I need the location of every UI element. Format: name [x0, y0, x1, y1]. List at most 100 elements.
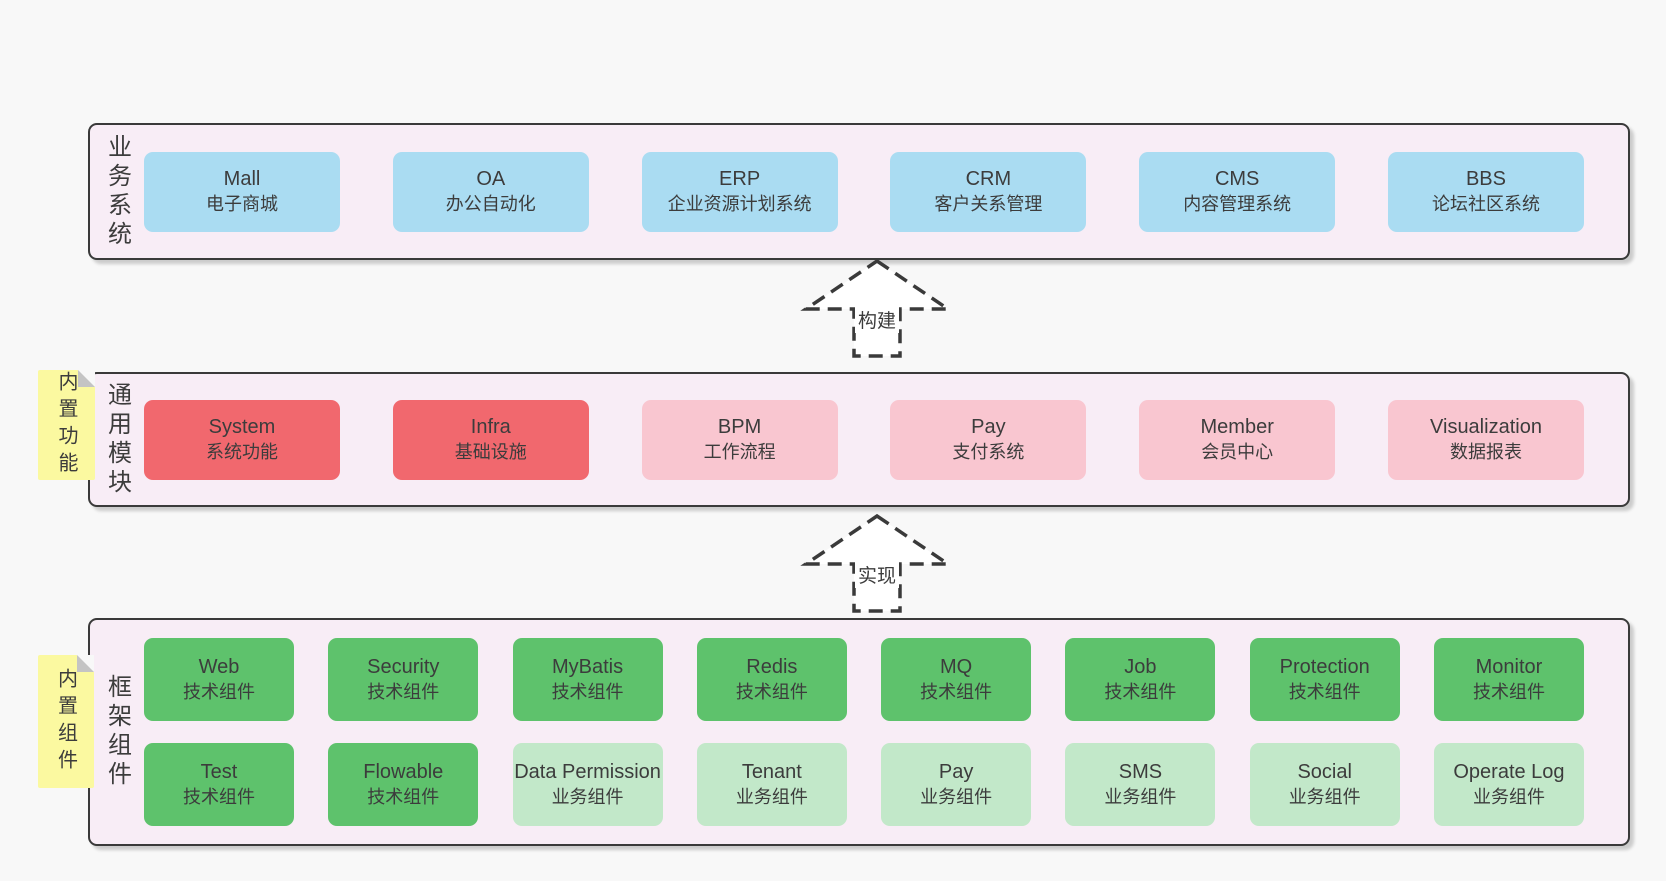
box-name: Pay [971, 416, 1006, 439]
box-subtitle: 技术组件 [367, 786, 440, 807]
box-name: Operate Log [1453, 761, 1565, 784]
box-name: ERP [719, 168, 761, 191]
box-name: Web [198, 656, 240, 679]
box-name: Pay [938, 761, 974, 784]
box-subtitle: 技术组件 [1104, 681, 1177, 702]
box-subtitle: 技术组件 [183, 681, 255, 702]
box-subtitle: 技术组件 [1472, 681, 1545, 702]
sticky-note-builtin-components: 内置组件 [38, 655, 94, 788]
box-name: Redis [746, 656, 798, 679]
sticky-note-builtin-features-label: 内置功能 [55, 371, 77, 479]
box-name: Monitor [1475, 656, 1543, 679]
layer-label-business-systems: 业务系统 [103, 133, 131, 250]
box-subtitle: 技术组件 [183, 786, 255, 807]
box-subtitle: 工作流程 [703, 441, 776, 462]
box-subtitle: 会员中心 [1201, 441, 1274, 462]
box-subtitle: 技术组件 [920, 681, 993, 702]
box-name: Member [1200, 416, 1274, 439]
implement-arrow: 实现 [797, 511, 957, 615]
box-name: MQ [940, 656, 973, 679]
box-subtitle: 客户关系管理 [934, 193, 1043, 214]
box-subtitle: 企业资源计划系统 [667, 193, 812, 214]
box-name: BPM [717, 416, 762, 439]
box-subtitle: 技术组件 [551, 681, 624, 702]
box-name: Visualization [1430, 416, 1542, 439]
box-name: Data Permission [514, 761, 661, 784]
box-name: Mall [223, 168, 261, 191]
box-subtitle: 业务组件 [1288, 786, 1361, 807]
box-subtitle: 业务组件 [1472, 786, 1545, 807]
box-subtitle: 业务组件 [735, 786, 808, 807]
box-subtitle: 内容管理系统 [1183, 193, 1292, 214]
box-subtitle: 电子商城 [206, 193, 278, 214]
layer-label-common-modules: 通用模块 [103, 381, 131, 498]
box-name: Infra [470, 416, 511, 439]
box-name: SMS [1118, 761, 1163, 784]
box-subtitle: 基础设施 [454, 441, 527, 462]
box-name: Social [1297, 761, 1352, 784]
sticky-note-builtin-components-label: 内置组件 [54, 667, 77, 776]
box-name: Job [1124, 656, 1157, 679]
implement-arrow-label: 实现 [854, 561, 900, 588]
box-subtitle: 系统功能 [206, 441, 278, 462]
box-name: OA [476, 168, 506, 191]
box-name: Tenant [741, 761, 802, 784]
box-name: Test [200, 761, 238, 784]
box-subtitle: 技术组件 [367, 681, 440, 702]
box-subtitle: 业务组件 [551, 786, 624, 807]
box-subtitle: 业务组件 [920, 786, 993, 807]
box-name: Flowable [363, 761, 444, 784]
box-name: Protection [1279, 656, 1370, 679]
box-subtitle: 数据报表 [1449, 441, 1522, 462]
box-subtitle: 支付系统 [952, 441, 1025, 462]
sticky-note-builtin-features: 内置功能 [38, 370, 95, 480]
layer-label-framework-components: 框架组件 [103, 674, 131, 790]
box-subtitle: 办公自动化 [445, 193, 536, 214]
box-name: Security [367, 656, 440, 679]
box-subtitle: 业务组件 [1104, 786, 1177, 807]
box-subtitle: 技术组件 [1288, 681, 1361, 702]
box-name: System [208, 416, 276, 439]
box-name: CMS [1214, 168, 1260, 191]
box-name: MyBatis [552, 656, 624, 679]
box-name: CRM [965, 168, 1012, 191]
box-name: BBS [1465, 168, 1506, 191]
box-subtitle: 技术组件 [735, 681, 808, 702]
